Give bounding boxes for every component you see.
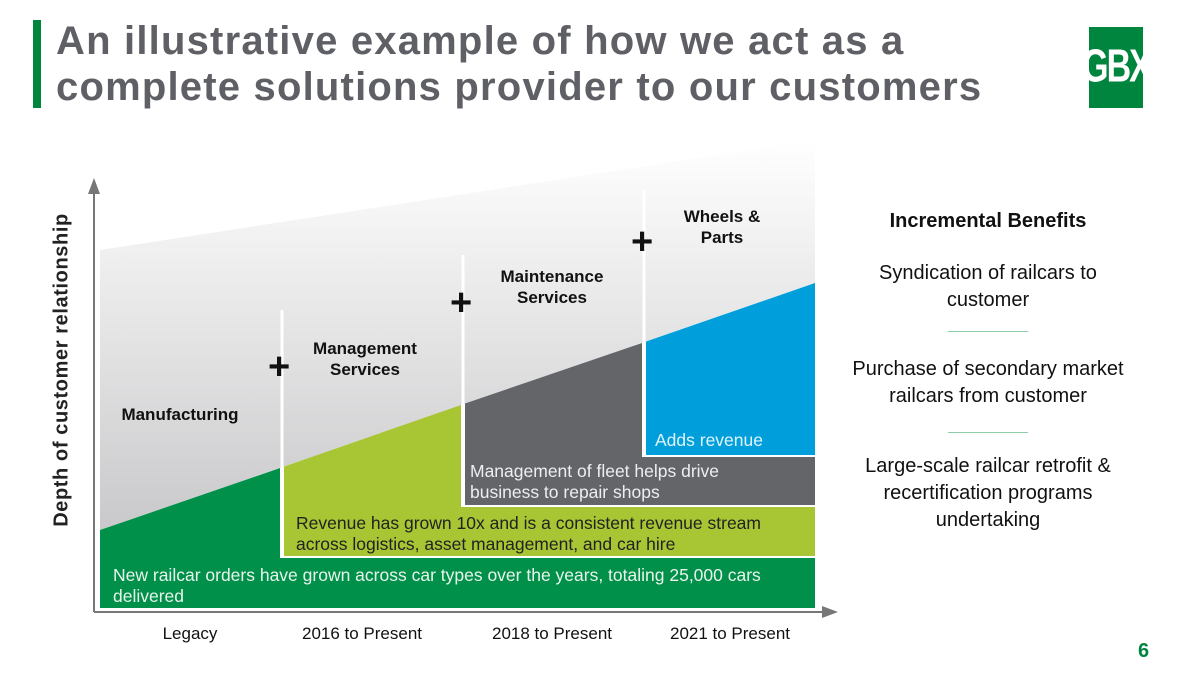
benefit-item: Syndication of railcars to customer — [879, 262, 1097, 311]
benefit-item: Large-scale railcar retrofit & recertifi… — [865, 455, 1111, 531]
management-description: Revenue has grown 10x and is a consisten… — [296, 513, 761, 554]
x-label-legacy: Legacy — [162, 624, 218, 643]
stage-maintenance-area — [465, 343, 815, 505]
benefits-title: Incremental Benefits — [889, 210, 1087, 232]
page-title: An illustrative example of how we act as… — [56, 18, 982, 110]
maintenance-description: Management of fleet helps drive business… — [470, 461, 720, 502]
stage-label-manufacturing: Manufacturing — [100, 404, 260, 425]
benefit-divider — [948, 432, 1028, 433]
plus-icon: + — [450, 282, 473, 324]
x-label-2016: 2016 to Present — [301, 624, 423, 643]
title-line-2: complete solutions provider to our custo… — [56, 65, 983, 109]
x-label-2021: 2021 to Present — [669, 624, 791, 643]
title-accent-bar — [33, 20, 41, 108]
background-gradient — [100, 140, 815, 530]
benefit-item: Purchase of secondary market railcars fr… — [852, 358, 1124, 407]
benefit-divider — [948, 331, 1028, 332]
logo-text: GBX — [1082, 41, 1152, 93]
page-number: 6 — [1138, 640, 1150, 662]
plus-icon: + — [631, 221, 654, 263]
manufacturing-description: New railcar orders have grown across car… — [113, 565, 761, 606]
stage-label-text: Maintenance — [500, 267, 604, 286]
stage-manufacturing-area — [100, 468, 815, 608]
stage-label-text: Management — [313, 339, 417, 358]
title-line-1: An illustrative example of how we act as… — [56, 19, 905, 63]
stage-label-text: Wheels & — [683, 207, 761, 226]
gbx-logo: GBX — [1082, 27, 1152, 108]
wheels-parts-description: Adds revenue — [655, 430, 763, 450]
plus-icon: + — [268, 346, 291, 388]
stage-label-text: Services — [517, 288, 587, 307]
stage-label-text: Manufacturing — [121, 405, 239, 424]
stage-label-text: Parts — [700, 228, 744, 247]
x-label-2018: 2018 to Present — [491, 624, 613, 643]
y-axis-label: Depth of customer relationship — [50, 213, 73, 527]
stage-management-area — [284, 405, 815, 556]
stage-wheels-parts-area — [646, 283, 815, 455]
stage-label-text: Services — [330, 360, 400, 379]
stage-label-wheels-parts: Wheels & Parts — [662, 206, 782, 248]
